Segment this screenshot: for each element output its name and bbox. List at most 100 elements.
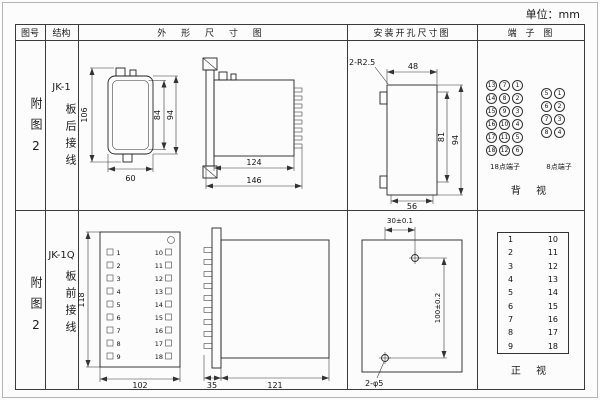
svg-text:12: 12 bbox=[155, 275, 163, 283]
row2-fig-no: 附图2 bbox=[29, 275, 43, 341]
terminal-circle: 7 bbox=[499, 80, 510, 91]
terminal-circle: 9 bbox=[499, 106, 510, 117]
svg-text:84: 84 bbox=[153, 110, 162, 120]
header-terminal-diagram: 端 子 图 bbox=[507, 28, 556, 39]
header-outline-dims: 外 形 尺 寸 图 bbox=[157, 28, 268, 39]
row1-install-cell: 2-R2.5 48 81 94 bbox=[347, 40, 477, 210]
terminal-circle: 10 bbox=[499, 119, 510, 130]
dim-35: 35 bbox=[203, 355, 222, 390]
dim-81: 81 bbox=[437, 91, 450, 183]
svg-text:60: 60 bbox=[125, 174, 135, 183]
svg-text:102: 102 bbox=[132, 381, 147, 390]
header-divider bbox=[15, 40, 585, 41]
terminal-circle: 5 bbox=[512, 132, 523, 143]
terminal-circle: 5 bbox=[541, 88, 552, 99]
terminal-right: 17 bbox=[547, 328, 558, 338]
dim-100: 100±0.2 bbox=[389, 257, 447, 359]
terminal-right: 13 bbox=[547, 275, 558, 285]
label-8pt-terminal: 8点端子 bbox=[546, 163, 572, 171]
svg-text:13: 13 bbox=[155, 288, 163, 296]
row1-outline-cell: 106 84 94 60 bbox=[78, 40, 347, 210]
dim-94: 94 bbox=[153, 75, 179, 155]
rear-view-label: 背 视 bbox=[510, 186, 553, 197]
front-view-label: 正 视 bbox=[510, 366, 553, 377]
unit-label: 单位：mm bbox=[525, 8, 580, 21]
row2-outline-drawing: 1 2 3 4 5 6 7 8 9 10 11 12 13 14 15 16 1… bbox=[78, 227, 330, 390]
panel-outline bbox=[361, 239, 463, 373]
dim-56: 56 bbox=[390, 195, 434, 210]
svg-text:30±0.1: 30±0.1 bbox=[387, 217, 413, 225]
svg-text:4: 4 bbox=[117, 288, 121, 296]
dim-48: 48 bbox=[386, 62, 438, 84]
row1-outline-drawing: 106 84 94 60 bbox=[80, 57, 303, 189]
terminal-circle: 4 bbox=[512, 119, 523, 130]
terminal-left: 6 bbox=[508, 301, 514, 311]
terminal-right: 15 bbox=[547, 301, 558, 311]
column-divider bbox=[347, 24, 348, 390]
svg-text:118: 118 bbox=[78, 292, 86, 307]
row1-terminal-cell: 13 7 1 14 8 2 15 9 3 16 10 4 17 11 5 18 … bbox=[477, 40, 586, 210]
terminal-right: 12 bbox=[547, 261, 558, 271]
svg-text:2: 2 bbox=[117, 262, 121, 270]
row2-model: JK-1Q bbox=[48, 250, 75, 261]
terminal-pair-row: 2 11 bbox=[498, 248, 568, 257]
dim-146: 146 bbox=[205, 148, 303, 189]
svg-text:11: 11 bbox=[155, 262, 163, 270]
svg-text:16: 16 bbox=[155, 327, 163, 335]
terminal-left: 7 bbox=[508, 315, 514, 325]
terminal-circle: 15 bbox=[486, 106, 497, 117]
svg-text:94: 94 bbox=[451, 135, 460, 145]
hole-callout: 2-φ5 bbox=[365, 361, 385, 388]
svg-text:56: 56 bbox=[407, 202, 417, 210]
svg-text:81: 81 bbox=[437, 132, 446, 142]
svg-text:17: 17 bbox=[155, 340, 163, 348]
terminal-circle: 6 bbox=[541, 101, 552, 112]
header-fig-no: 图号 bbox=[20, 28, 39, 39]
row2-install-cell: 30±0.1 100±0.2 2-φ5 bbox=[347, 210, 477, 390]
terminal-right: 16 bbox=[547, 315, 558, 325]
terminal-circle: 3 bbox=[554, 114, 565, 125]
terminal-right: 18 bbox=[547, 341, 558, 351]
terminal-left: 3 bbox=[508, 261, 514, 271]
terminal-circle: 1 bbox=[512, 80, 523, 91]
column-divider bbox=[78, 24, 79, 390]
row2-wiring-type: 板前接线 bbox=[64, 270, 77, 338]
row2-install-drawing: 30±0.1 100±0.2 2-φ5 bbox=[361, 217, 463, 388]
terminal-grid-18: 13 7 1 14 8 2 15 9 3 16 10 4 17 11 5 18 … bbox=[486, 80, 523, 156]
terminal-left: 1 bbox=[508, 235, 514, 245]
terminal-circle: 8 bbox=[541, 127, 552, 138]
svg-text:14: 14 bbox=[155, 301, 163, 309]
terminal-grid-8: 5 1 6 2 7 3 8 4 bbox=[541, 88, 565, 138]
terminal-circle: 12 bbox=[499, 145, 510, 156]
relay-side-view bbox=[202, 57, 303, 179]
row-divider bbox=[15, 210, 585, 211]
terminal-right: 14 bbox=[547, 288, 558, 298]
terminal-pair-row: 7 16 bbox=[498, 315, 568, 324]
svg-text:8: 8 bbox=[117, 340, 121, 348]
cutout-shape bbox=[379, 84, 438, 196]
terminal-circle: 7 bbox=[541, 114, 552, 125]
row2-outline-cell: 1 2 3 4 5 6 7 8 9 10 11 12 13 14 15 16 1… bbox=[78, 210, 347, 390]
svg-text:2-R2.5: 2-R2.5 bbox=[349, 58, 375, 67]
terminal-circle: 3 bbox=[512, 106, 523, 117]
terminal-left: 9 bbox=[508, 341, 514, 351]
dim-118: 118 bbox=[78, 231, 100, 368]
terminal-circle: 2 bbox=[512, 93, 523, 104]
terminal-right: 11 bbox=[547, 248, 558, 258]
row1-wiring-type: 板后接线 bbox=[64, 103, 77, 171]
terminal-circle: 14 bbox=[486, 93, 497, 104]
terminal-left: 8 bbox=[508, 328, 514, 338]
dim-106: 106 bbox=[80, 67, 121, 163]
svg-text:94: 94 bbox=[166, 110, 175, 120]
terminal-left: 2 bbox=[508, 248, 514, 258]
row1-fig-no: 附图2 bbox=[29, 96, 43, 162]
column-divider bbox=[45, 24, 46, 390]
header-install-dims: 安装开孔尺寸图 bbox=[373, 28, 451, 39]
terminal-circle: 16 bbox=[486, 119, 497, 130]
terminal-circle: 4 bbox=[554, 127, 565, 138]
svg-text:48: 48 bbox=[408, 62, 418, 71]
